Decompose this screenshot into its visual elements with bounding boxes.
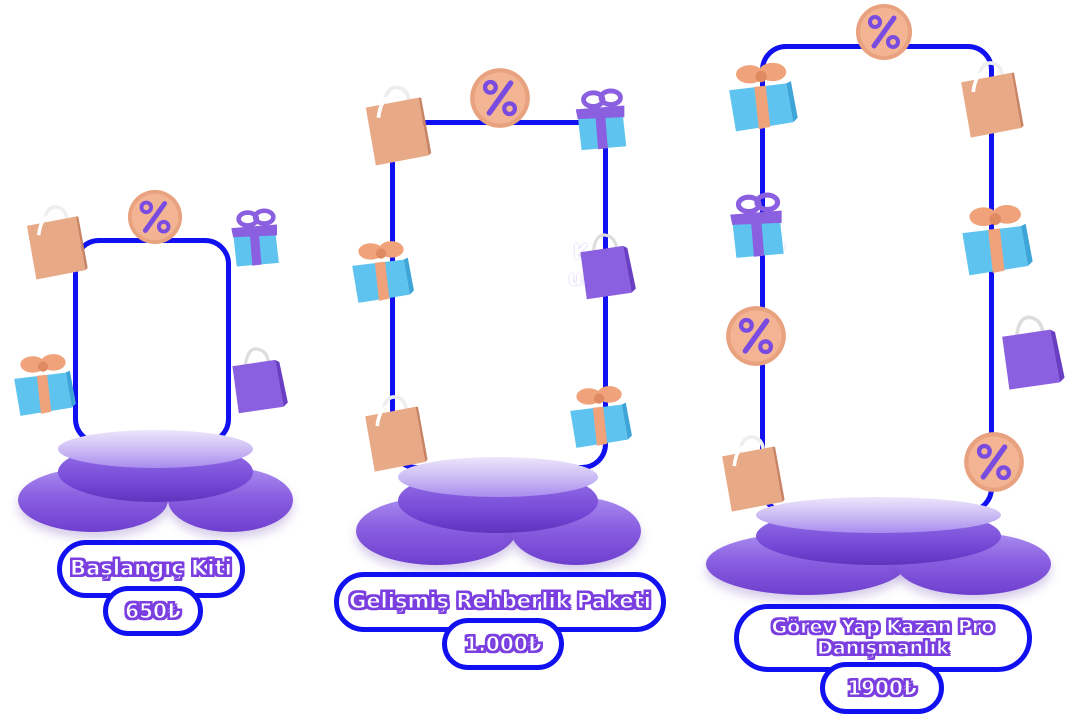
podium: [18, 428, 293, 538]
percent-coin-icon: [722, 304, 790, 368]
gift-box-icon: [952, 198, 1036, 280]
shopping-bag-icon: [992, 308, 1070, 392]
shopping-bag-icon: [950, 56, 1030, 140]
podium: [706, 495, 1051, 600]
shopping-bag-icon: [226, 338, 290, 418]
percent-coin-icon: [126, 188, 184, 246]
package-card-starter[interactable]: Başlangıç Kiti 650₺: [0, 0, 330, 720]
product-frame: [73, 238, 231, 445]
shopping-bag-icon: [574, 222, 638, 306]
shopping-bag-icon: [358, 388, 430, 476]
gift-box-icon: [344, 226, 416, 316]
gift-box-icon: [722, 192, 794, 264]
shopping-bag-icon: [20, 200, 90, 282]
gift-box-icon: [6, 342, 78, 426]
podium: [356, 455, 641, 570]
percent-coin-icon: [960, 430, 1028, 494]
gift-box-icon: [562, 372, 634, 460]
shopping-bag-icon: [358, 80, 434, 168]
gift-box-icon: [224, 205, 288, 275]
shopping-bag-icon: [708, 430, 794, 514]
package-price: 1900₺: [820, 662, 944, 714]
package-card-pro[interactable]: " " Görev Yap Kazan Pro Danışmanlık 1900…: [690, 0, 1080, 720]
package-card-advanced[interactable]: K ur" Gelişmiş Rehberlik Paketi 1.000₺: [330, 0, 690, 720]
gift-box-icon: [568, 84, 636, 160]
gift-box-icon: [720, 56, 800, 136]
percent-coin-icon: [850, 2, 918, 62]
percent-coin-icon: [468, 66, 532, 130]
package-price: 650₺: [103, 586, 203, 636]
package-price: 1.000₺: [442, 618, 564, 670]
